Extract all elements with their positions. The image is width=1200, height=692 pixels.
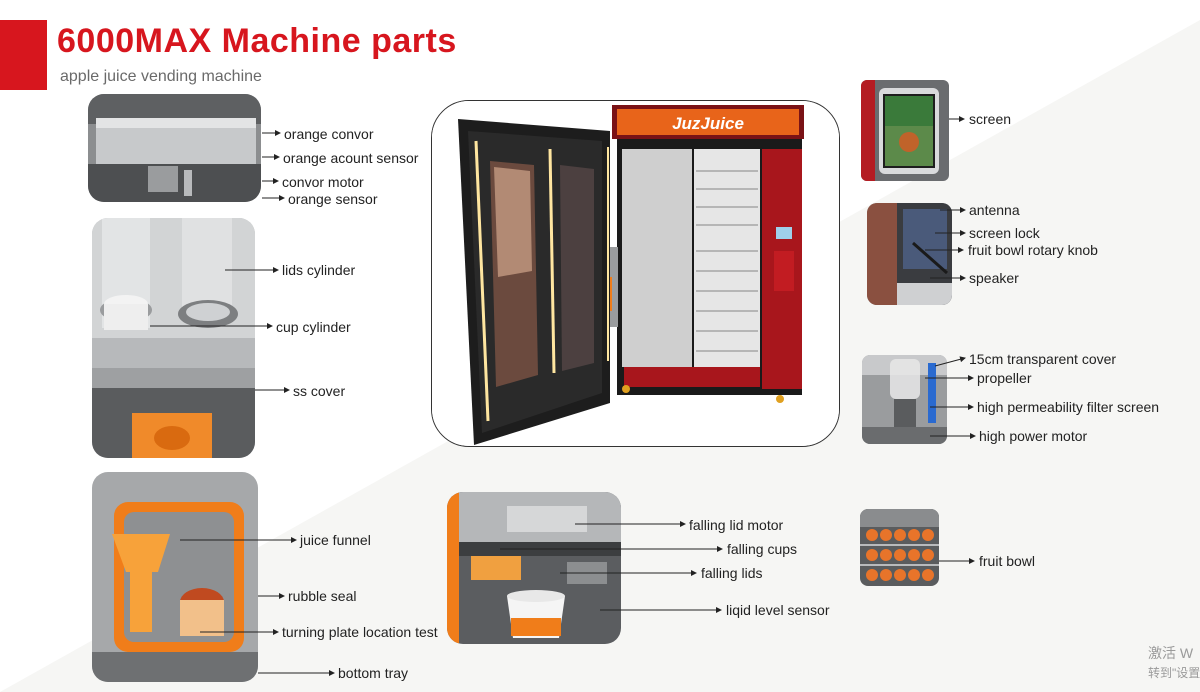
label-liqid-level-sensor: liqid level sensor [726, 602, 830, 618]
watermark-line-1: 激活 W [1148, 645, 1194, 661]
label-15cm-transparent-cover: 15cm transparent cover [969, 351, 1117, 367]
page-subtitle: apple juice vending machine [60, 68, 262, 85]
watermark-line-2: 转到"设置 [1148, 666, 1200, 680]
label-convor-motor: convor motor [282, 174, 364, 190]
photo-cup-dispenser [447, 492, 621, 644]
label-screen-lock: screen lock [969, 225, 1040, 241]
label-turning-plate-location-test: turning plate location test [282, 624, 438, 640]
label-falling-cups: falling cups [727, 541, 798, 557]
label-bottom-tray: bottom tray [338, 665, 409, 681]
label-speaker: speaker [969, 270, 1019, 286]
label-fruit-bowl: fruit bowl [979, 553, 1036, 569]
label-cup-cylinder: cup cylinder [276, 319, 351, 335]
photo-screen [861, 80, 949, 181]
label-juice-funnel: juice funnel [300, 532, 371, 548]
label-high-permeability-filter-screen: high permeability filter screen [977, 399, 1160, 415]
label-orange-convor: orange convor [284, 126, 374, 142]
label-lids-cylinder: lids cylinder [282, 262, 356, 278]
header-accent-block [0, 20, 47, 90]
photo-cylinders [92, 218, 255, 458]
label-high-power-motor: high power motor [979, 428, 1088, 444]
label-rubble-seal: rubble seal [288, 588, 357, 604]
label-fruit-bowl-rotary-knob: fruit bowl rotary knob [968, 242, 1098, 258]
label-falling-lids: falling lids [701, 565, 763, 581]
label-antenna: antenna [969, 202, 1020, 218]
label-orange-acount-sensor: orange acount sensor [283, 150, 419, 166]
photo-juice-funnel [92, 472, 258, 682]
photo-orange-conveyor [88, 94, 261, 202]
label-propeller: propeller [977, 370, 1032, 386]
brand-sign: JuzJuice [672, 114, 744, 133]
label-screen: screen [969, 111, 1012, 127]
label-falling-lid-motor: falling lid motor [689, 517, 784, 533]
page-title: 6000MAX Machine parts [57, 22, 457, 60]
juice-vending-machine-image: JuzJuice [432, 101, 839, 446]
photo-juicer-motor [862, 355, 947, 444]
photo-fruit-bowl [860, 509, 939, 586]
main-machine-frame: JuzJuice [431, 100, 840, 447]
label-ss-cover: ss cover [293, 383, 346, 399]
photo-antenna [867, 203, 952, 305]
label-orange-sensor: orange sensor [288, 191, 378, 207]
